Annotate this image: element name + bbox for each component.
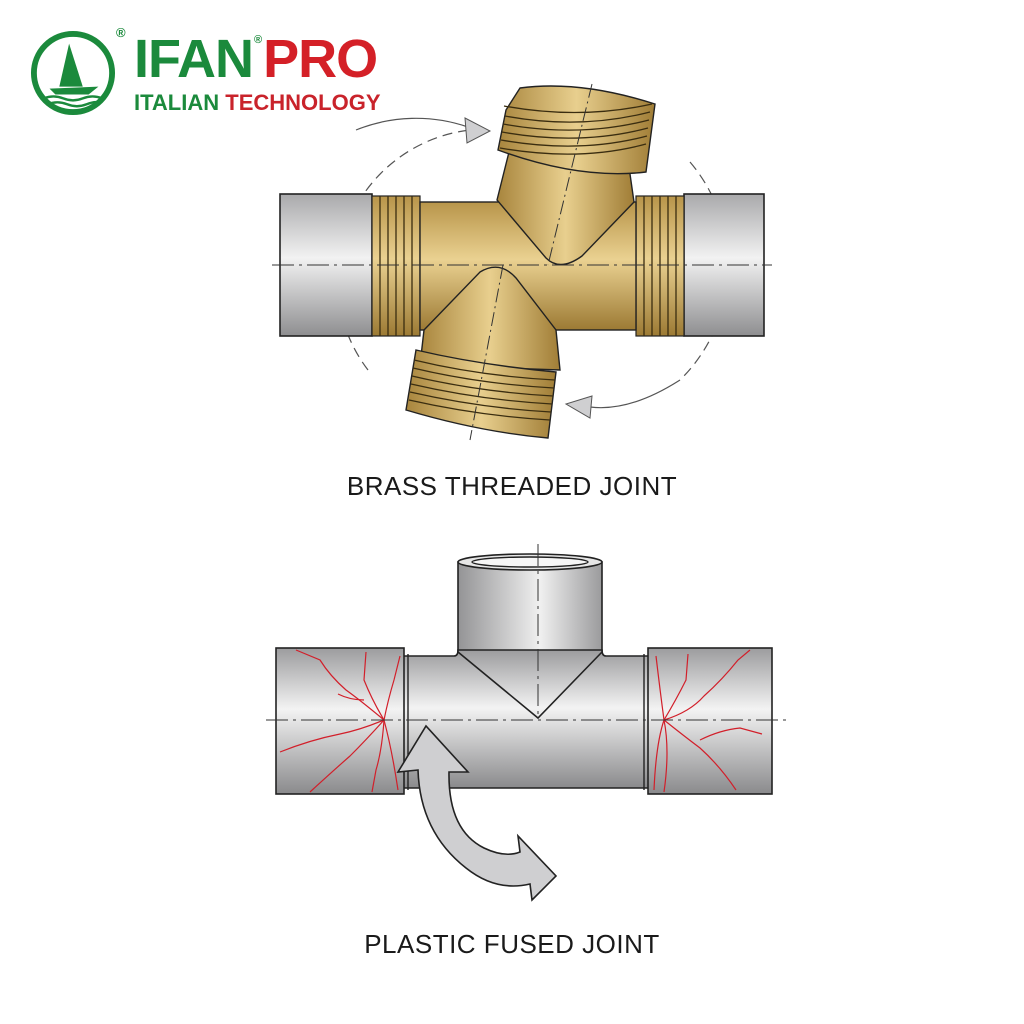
brand-name-pro: PRO (263, 29, 378, 89)
brand-name: IFAN ® PRO (134, 30, 381, 88)
registered-mark: ® (116, 25, 126, 40)
brand-name-ifan: IFAN (134, 29, 254, 89)
tee-branch (451, 553, 613, 661)
brand-text: IFAN ® PRO ITALIAN TECHNOLOGY (134, 26, 381, 116)
brand-emblem: ® (30, 26, 134, 118)
left-thread (371, 195, 421, 337)
curved-bend-arrow-icon (396, 724, 558, 902)
caption-plastic-fused-joint: PLASTIC FUSED JOINT (364, 929, 660, 959)
brand-tagline: ITALIAN TECHNOLOGY (134, 90, 381, 116)
upper-branch (496, 83, 656, 266)
registered-mark-2: ® (254, 34, 263, 46)
brass-threaded-joint-figure (272, 83, 772, 441)
lower-branch (405, 264, 561, 441)
right-plastic-pipe (647, 647, 773, 795)
dashed-rotation-arrow-icon (336, 117, 729, 419)
plastic-fused-joint-figure (266, 544, 790, 902)
right-thread (635, 195, 685, 337)
tagline-technology: TECHNOLOGY (225, 90, 381, 115)
sailboat-icon (30, 30, 116, 116)
caption-brass-threaded-joint: BRASS THREADED JOINT (346, 471, 678, 501)
tee-body (399, 649, 653, 789)
crack-lines (279, 649, 763, 793)
brand-logo: ® IFAN ® PRO ITALIAN TECHNOLOGY (30, 26, 381, 126)
tagline-italian: ITALIAN (134, 90, 220, 115)
